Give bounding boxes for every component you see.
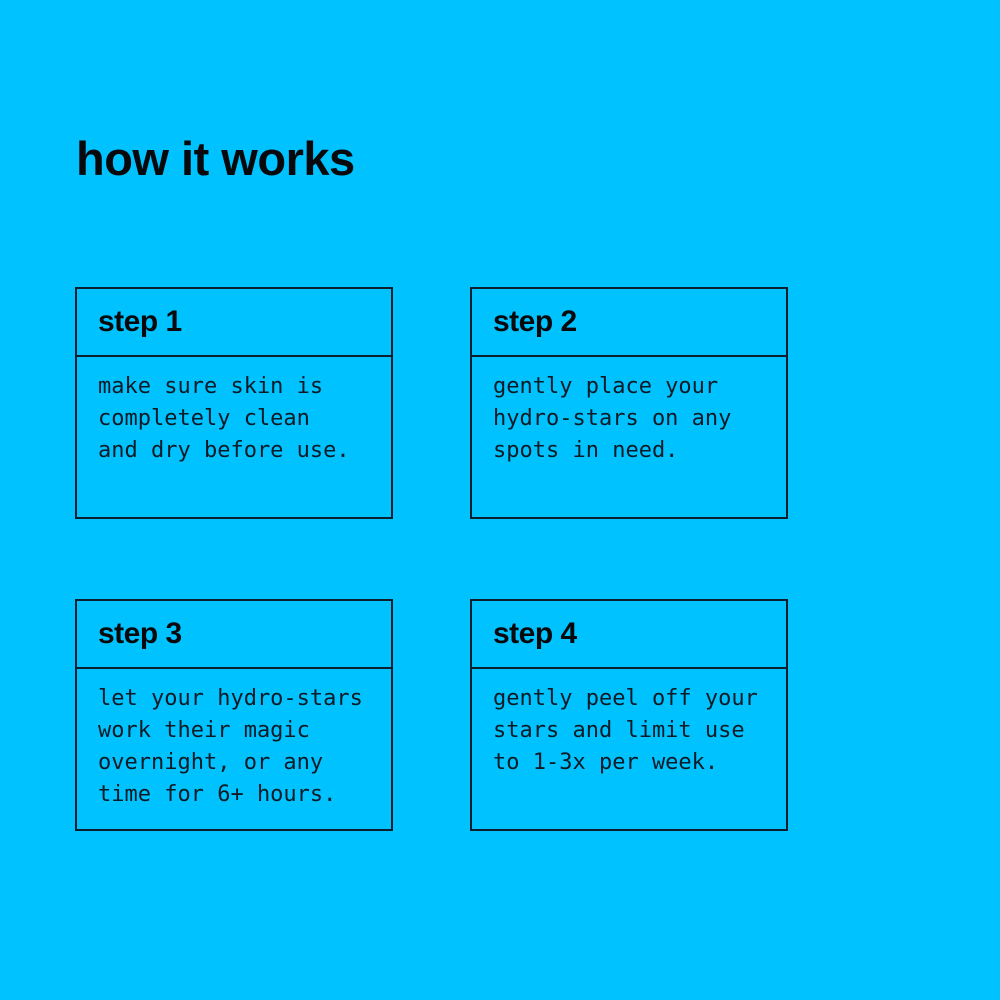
step-2-description: gently place your hydro-stars on any spo…	[493, 374, 732, 463]
step-card-2: step 2 gently place your hydro-stars on …	[470, 287, 788, 519]
step-4-description: gently peel off your stars and limit use…	[493, 686, 758, 775]
page-title: how it works	[76, 132, 355, 186]
step-1-description: make sure skin is completely clean and d…	[98, 374, 350, 463]
step-3-description: let your hydro-stars work their magic ov…	[98, 686, 363, 807]
step-1-label: step 1	[98, 305, 182, 338]
step-card-3: step 3 let your hydro-stars work their m…	[75, 599, 393, 831]
step-3-label: step 3	[98, 617, 182, 650]
steps-grid: step 1 make sure skin is completely clea…	[75, 287, 788, 831]
step-2-label: step 2	[493, 305, 577, 338]
step-card-1: step 1 make sure skin is completely clea…	[75, 287, 393, 519]
step-card-2-header: step 2	[472, 289, 786, 357]
step-4-label: step 4	[493, 617, 577, 650]
step-card-4-header: step 4	[472, 601, 786, 669]
step-card-3-header: step 3	[77, 601, 391, 669]
step-card-4: step 4 gently peel off your stars and li…	[470, 599, 788, 831]
step-card-1-header: step 1	[77, 289, 391, 357]
